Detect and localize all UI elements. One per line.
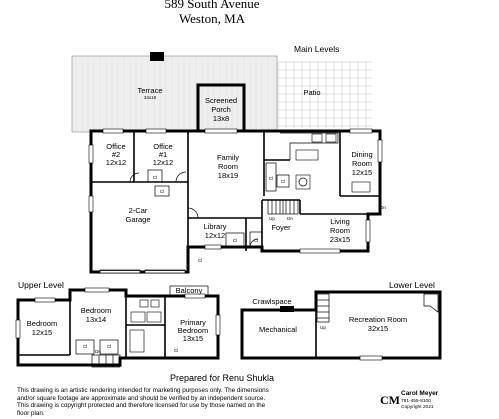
disclaimer-line: This drawing is an artistic rendering in… xyxy=(17,387,269,394)
main-stairs xyxy=(267,199,299,215)
lower-level xyxy=(240,290,442,361)
garage-label: 2-Car xyxy=(129,206,148,215)
lower-level-label: Lower Level xyxy=(389,280,435,290)
stair-up-label: Up xyxy=(269,216,275,221)
recreation-room-label: Recreation Room xyxy=(349,315,407,324)
crawlspace-label: Crawlspace xyxy=(252,297,291,306)
library-label: Library xyxy=(204,222,227,231)
windows xyxy=(88,128,383,254)
closet-label: Cl xyxy=(233,238,237,243)
brand-mark: CM xyxy=(380,393,400,407)
office2-dims: 12x12 xyxy=(106,158,126,167)
terrace: Terrace 34x18 xyxy=(71,52,278,133)
closet-label: Cl xyxy=(254,238,258,243)
office2-label: Office xyxy=(106,142,125,151)
screened-porch-dims: 13x8 xyxy=(213,114,229,123)
stair-down-label: Dn xyxy=(380,205,386,210)
chimney xyxy=(150,52,164,61)
family-room-label-2: Room xyxy=(218,162,238,171)
closet-label: Cl xyxy=(160,189,164,194)
screened-porch-label-2: Porch xyxy=(211,105,231,114)
primary-bedroom-label: Primary xyxy=(180,318,206,327)
patio-label: Patio xyxy=(303,88,320,97)
bedroom-b-label: Bedroom xyxy=(81,306,111,315)
dining-room-dims: 12x15 xyxy=(352,168,372,177)
bedroom-a-label: Bedroom xyxy=(27,319,57,328)
patio-grid xyxy=(277,61,372,128)
closet-label: Cl xyxy=(198,258,202,263)
closet-label: Cl xyxy=(107,344,111,349)
primary-bedroom-dims: 13x15 xyxy=(183,334,203,343)
brand-copyright: Copyright 2021 xyxy=(401,404,434,410)
family-room-dims: 18x19 xyxy=(218,171,238,180)
dining-table xyxy=(351,181,371,193)
disclaimer-line: This drawing is copyright protected and … xyxy=(17,402,266,410)
living-room-label-2: Room xyxy=(330,226,350,235)
crawlspace-block xyxy=(280,306,294,312)
office1-label: Office xyxy=(153,142,172,151)
disclaimer-line: and/or square footage are approximate an… xyxy=(17,394,266,402)
living-room-label: Living xyxy=(330,217,350,226)
closet-label: Cl xyxy=(174,348,178,353)
stair-down-label: Dn xyxy=(95,349,101,354)
family-room-label: Family xyxy=(217,153,239,162)
prepared-for: Prepared for Renu Shukla xyxy=(170,373,274,383)
office1-label-2: #1 xyxy=(159,150,167,159)
living-room-dims: 23x15 xyxy=(330,235,350,244)
patio: Patio xyxy=(277,61,372,128)
terrace-label: Terrace xyxy=(137,86,162,95)
brand-logo: CM Carol Meyer 781-455-8100 Copyright 20… xyxy=(380,390,439,410)
brand-name: Carol Meyer xyxy=(401,390,439,397)
closet-label: Cl xyxy=(281,179,285,184)
mechanical-label: Mechanical xyxy=(259,325,297,334)
bedroom-a-dims: 12x15 xyxy=(32,328,52,337)
balcony-label: Balcony xyxy=(176,286,203,295)
stair-up-label: Up xyxy=(320,325,326,330)
address-line: 589 South Avenue xyxy=(164,0,259,11)
primary-bedroom-label-2: Bedroom xyxy=(178,326,208,335)
upper-level xyxy=(15,285,221,368)
stair-down-label: Dn xyxy=(287,216,293,221)
main-levels-label: Main Levels xyxy=(294,44,339,54)
disclaimer-line: floor plan. xyxy=(17,409,45,417)
office1-dims: 12x12 xyxy=(153,158,173,167)
kitchen xyxy=(280,132,339,190)
library-dims: 12x12 xyxy=(205,231,225,240)
dining-room-label-2: Room xyxy=(352,159,372,168)
bedroom-b-dims: 13x14 xyxy=(86,315,106,324)
closet-label: Cl xyxy=(153,175,157,180)
disclaimer: This drawing is an artistic rendering in… xyxy=(17,387,372,417)
garage-label-2: Garage xyxy=(125,215,150,224)
dining-room-label: Dining xyxy=(351,150,372,159)
upper-level-label: Upper Level xyxy=(18,280,64,290)
main-level xyxy=(88,83,383,274)
office2-label-2: #2 xyxy=(112,150,120,159)
city-line: Weston, MA xyxy=(179,11,246,26)
brand-phone: 781-455-8100 xyxy=(401,398,431,404)
closet-label: Cl xyxy=(83,344,87,349)
recreation-room-dims: 32x15 xyxy=(368,324,388,333)
closet-label: Cl xyxy=(269,176,273,181)
screened-porch-label: Screened xyxy=(205,96,237,105)
foyer-label: Foyer xyxy=(271,223,291,232)
terrace-dims: 34x18 xyxy=(144,95,157,100)
